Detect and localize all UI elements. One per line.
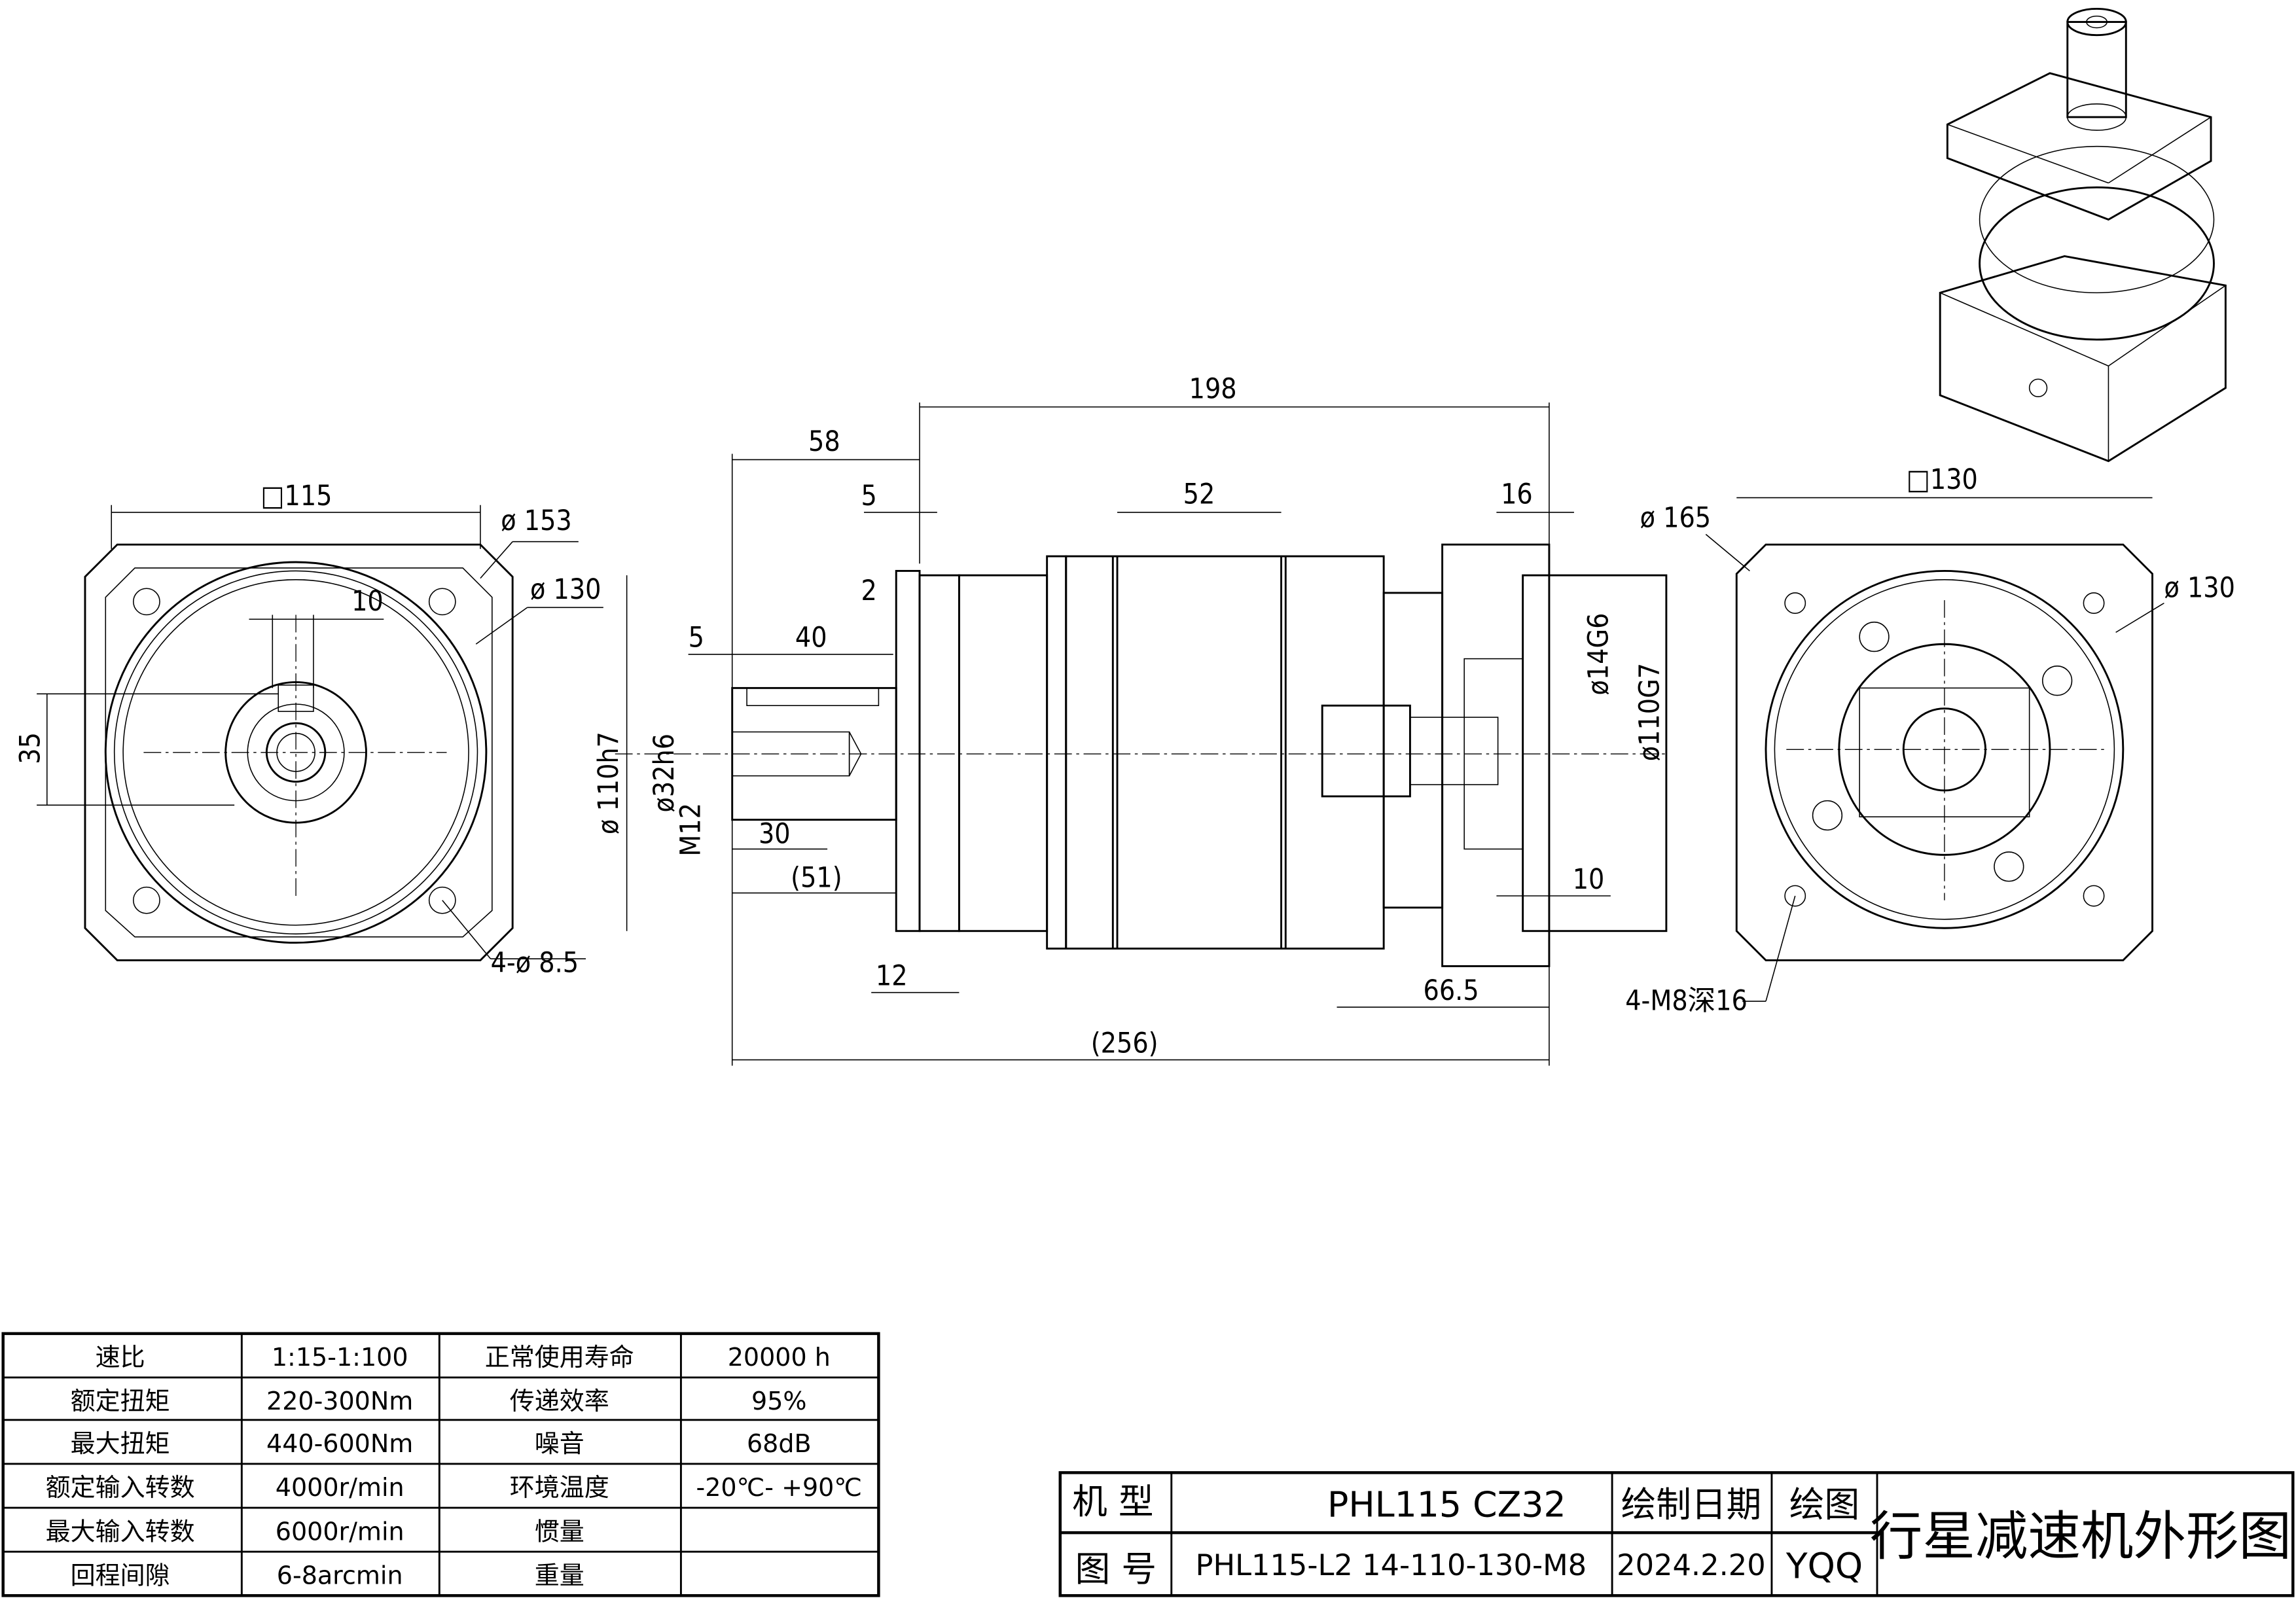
dim-square-115: □115 (260, 480, 332, 512)
spec-value: 20000 h (728, 1343, 831, 1372)
spec-value: 6-8arcmin (277, 1561, 403, 1590)
drawer-value: YQQ (1785, 1545, 1863, 1586)
title-block: 机 型 PHL115 CZ32 绘制日期 绘图 图 号 PHL115-L2 14… (1058, 1471, 2295, 1597)
drawing-no-label: 图 号 (1075, 1548, 1157, 1590)
dim-dia-165: ø 165 (1640, 502, 1712, 534)
dim-dia-32h6: ø32h6 (649, 734, 681, 813)
spec-row: 额定输入转数 4000r/min 环境温度 -20℃- +90℃ (46, 1473, 862, 1502)
dim-square-130: □130 (1907, 464, 1978, 496)
dim-12: 12 (876, 960, 908, 992)
dim-256: (256) (1091, 1027, 1158, 1059)
spec-value: 4000r/min (276, 1473, 404, 1502)
dim-40: 40 (795, 622, 827, 654)
dim-66-5: 66.5 (1424, 975, 1479, 1007)
spec-label: 惯量 (535, 1517, 584, 1546)
spec-row: 额定扭矩 220-300Nm 传递效率 95% (71, 1387, 807, 1415)
model-value: PHL115 CZ32 (1327, 1484, 1566, 1525)
spec-value: 440-600Nm (266, 1429, 413, 1458)
spec-label: 噪音 (535, 1429, 584, 1458)
spec-row: 最大扭矩 440-600Nm 噪音 68dB (71, 1429, 812, 1458)
dim-key-10: 10 (351, 586, 384, 618)
spec-label: 额定扭矩 (71, 1387, 170, 1415)
dim-dia-130-right: ø 130 (2164, 573, 2235, 605)
spec-value: 1:15-1:100 (272, 1343, 408, 1372)
spec-value: -20℃- +90℃ (696, 1473, 863, 1502)
spec-label: 重量 (535, 1561, 584, 1590)
spec-label: 正常使用寿命 (485, 1343, 634, 1372)
dim-dia-153: ø 153 (501, 505, 572, 537)
dim-5-top: 5 (861, 480, 877, 512)
spec-label: 最大扭矩 (71, 1429, 170, 1458)
spec-value: 68dB (747, 1429, 812, 1458)
dim-198: 198 (1189, 373, 1237, 405)
spec-table: 速比 1:15-1:100 正常使用寿命 20000 h 额定扭矩 220-300Nm 传… (1, 1332, 880, 1597)
spec-row: 速比 1:15-1:100 正常使用寿命 20000 h (96, 1343, 831, 1372)
output-end-view: □130 ø 165 ø 130 4-M8深16 (1625, 464, 2235, 1017)
spec-row: 回程间隙 6-8arcmin 重量 (71, 1561, 584, 1590)
dim-dia-110g7: ø110G7 (1634, 663, 1666, 761)
drawing-no-value: PHL115-L2 14-110-130-M8 (1196, 1548, 1587, 1582)
date-label: 绘制日期 (1621, 1484, 1762, 1525)
drawing-title: 行星减速机外形图 (1870, 1506, 2291, 1567)
dim-2: 2 (861, 575, 877, 607)
date-value: 2024.2.20 (1617, 1548, 1766, 1582)
dim-16: 16 (1501, 479, 1533, 511)
spec-label: 环境温度 (510, 1473, 609, 1502)
drawer-label: 绘图 (1789, 1484, 1859, 1525)
dim-58: 58 (808, 426, 840, 458)
spec-value: 95% (751, 1387, 806, 1415)
spec-label: 回程间隙 (71, 1561, 170, 1590)
dim-height-35: 35 (15, 732, 47, 764)
spec-value: 220-300Nm (266, 1387, 413, 1415)
dim-dia-130: ø 130 (530, 574, 601, 606)
spec-label: 最大输入转数 (46, 1517, 195, 1546)
dim-5-left: 5 (689, 622, 704, 654)
dim-holes-m8: 4-M8深16 (1625, 986, 1748, 1018)
dim-m12: M12 (675, 803, 707, 857)
spec-value: 6000r/min (276, 1517, 404, 1546)
spec-label: 速比 (96, 1343, 145, 1372)
dim-51: (51) (791, 862, 842, 895)
isometric-view (1939, 7, 2227, 463)
dim-holes-8-5: 4-ø 8.5 (491, 947, 579, 979)
model-label: 机 型 (1072, 1481, 1153, 1522)
input-end-view: □115 ø 153 ø 130 10 35 4-ø 8.5 (15, 480, 603, 979)
side-view: 198 58 5 52 16 2 5 40 ø 110h7 ø32h6 M12 … (593, 373, 1670, 1066)
spec-label: 传递效率 (510, 1387, 609, 1415)
dim-10: 10 (1573, 864, 1605, 896)
dim-52: 52 (1183, 479, 1215, 511)
spec-row: 最大输入转数 6000r/min 惯量 (46, 1517, 584, 1546)
spec-label: 额定输入转数 (46, 1473, 195, 1502)
dim-dia-110h7: ø 110h7 (593, 732, 625, 834)
dim-dia-14g6: ø14G6 (1583, 613, 1615, 696)
dim-30: 30 (759, 818, 791, 850)
